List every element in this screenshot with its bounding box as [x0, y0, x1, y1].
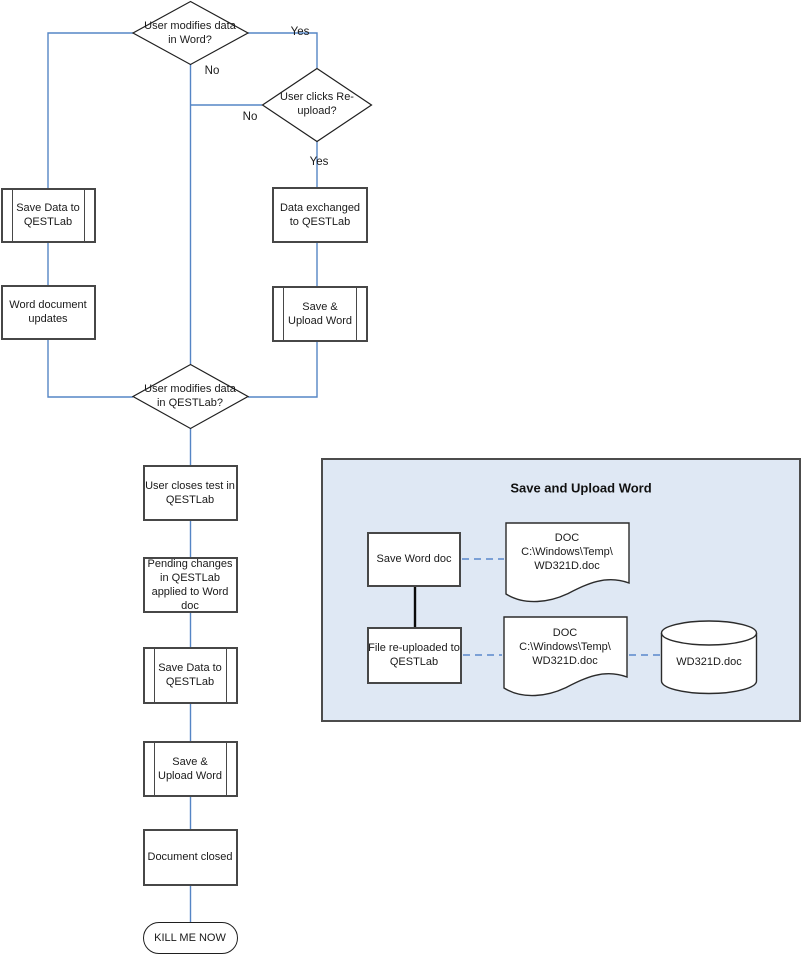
- save-data-mid-label: Save Data to QESTLab: [158, 662, 222, 688]
- save-upload-right-label: Save & Upload Word: [288, 301, 352, 327]
- decision-reupload-label: User clicks Re- upload?: [280, 91, 354, 117]
- process-save-data-mid: [143, 647, 238, 704]
- process-save-upload-right: [272, 286, 368, 342]
- save-word-doc-label: Save Word doc: [376, 553, 452, 565]
- save-data-left-label: Save Data to QESTLab: [16, 202, 80, 228]
- decision-qestlab-label: User modifies data in QESTLab?: [144, 383, 236, 409]
- panel-process-save-word-doc: [367, 532, 461, 587]
- data-exchanged-label: Data exchanged to QESTLab: [279, 202, 361, 228]
- save-upload-mid-label: Save & Upload Word: [158, 756, 222, 782]
- predefined-process-bar: [283, 288, 284, 340]
- decision-word-label: User modifies data in Word?: [144, 20, 236, 46]
- word-document-updates-label: Word document updates: [9, 299, 87, 325]
- document-temp-lower: [503, 616, 628, 697]
- terminator-kill-me-now: [143, 922, 238, 954]
- process-document-closed: [143, 829, 238, 886]
- document-closed-label: Document closed: [147, 851, 233, 863]
- predefined-process-bar: [154, 649, 155, 702]
- process-user-closes-test: [143, 465, 238, 521]
- predefined-process-bar: [12, 190, 13, 241]
- temp-doc-upper-label: DOC C:\Windows\Temp\ WD321D.doc: [521, 532, 613, 572]
- process-data-exchanged: [272, 187, 368, 243]
- database-cylinder: [660, 620, 758, 695]
- predefined-process-bar: [84, 190, 85, 241]
- database-label: WD321D.doc: [676, 656, 742, 668]
- predefined-process-bar: [226, 743, 227, 795]
- user-closes-test-label: User closes test in QESTLab: [145, 480, 235, 506]
- predefined-process-bar: [154, 743, 155, 795]
- connector-lines: [47, 32, 318, 922]
- edge-label-yes-reupload: Yes: [309, 156, 329, 168]
- decision-user-modifies-qestlab: [131, 363, 250, 430]
- edge-label-no-reupload: No: [242, 111, 258, 123]
- temp-doc-lower-label: DOC C:\Windows\Temp\ WD321D.doc: [519, 627, 611, 667]
- pending-changes-label: Pending changes in QESTLab applied to Wo…: [147, 558, 233, 612]
- panel-title: Save and Upload Word: [510, 480, 652, 496]
- file-reuploaded-label: File re-uploaded to QESTLab: [368, 642, 460, 668]
- process-save-upload-mid: [143, 741, 238, 797]
- dashed-association-lines: [462, 558, 661, 656]
- process-save-data-left: [1, 188, 96, 243]
- process-word-document-updates: [1, 285, 96, 340]
- decision-user-modifies-word: [131, 0, 250, 66]
- edge-label-no-word: No: [204, 65, 220, 77]
- panel-process-file-reuploaded: [367, 627, 462, 684]
- terminator-label: KILL ME NOW: [154, 932, 226, 944]
- predefined-process-bar: [226, 649, 227, 702]
- document-temp-upper: [505, 522, 630, 603]
- process-pending-changes: [143, 557, 238, 613]
- predefined-process-bar: [356, 288, 357, 340]
- edge-label-yes-word: Yes: [290, 26, 310, 38]
- decision-user-clicks-reupload: [261, 67, 373, 143]
